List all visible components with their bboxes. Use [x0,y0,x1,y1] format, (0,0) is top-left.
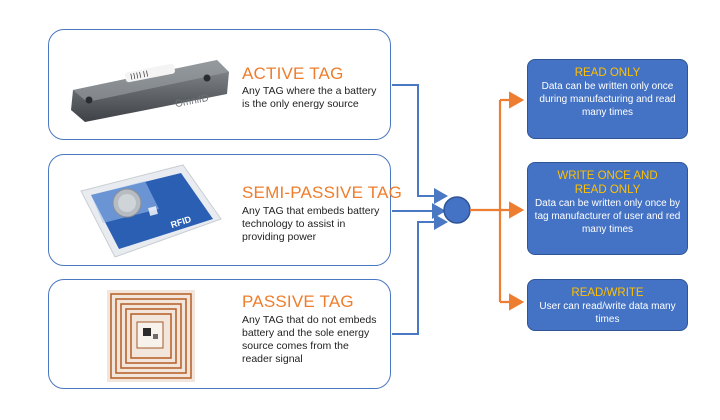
hub-node [443,196,471,224]
read-write-description: User can read/write data many times [539,301,676,325]
read-write-box: READ/WRITE User can read/write data many… [527,279,688,331]
write-once-read-only-box: WRITE ONCE AND READ ONLY Data can be wri… [527,162,688,255]
semi-passive-tag-title: SEMI-PASSIVE TAG [242,183,403,202]
active-tag-card: OmniID ACTIVE TAG Any TAG where the a ba… [48,29,391,140]
passive-tag-card: PASSIVE TAG Any TAG that do not embeds b… [48,279,391,389]
read-write-title: READ/WRITE [571,287,644,299]
passive-tag-antenna-image [107,290,195,382]
write-once-read-only-title: WRITE ONCE AND READ ONLY [557,170,658,196]
read-only-description: Data can be written only once during man… [539,81,676,118]
read-only-box: READ ONLY Data can be written only once … [527,59,688,139]
semi-passive-tag-card: RFID SEMI-PASSIVE TAG Any TAG that embed… [48,154,402,266]
semi-passive-tag-description: Any TAG that embeds battery technology t… [242,205,380,243]
passive-tag-title: PASSIVE TAG [242,292,354,311]
write-once-read-only-description: Data can be written only once by tag man… [534,198,681,235]
active-tag-title: ACTIVE TAG [242,64,344,83]
semi-passive-tag-device-image: RFID [80,164,222,258]
active-tag-description: Any TAG where the a battery is the only … [242,85,377,110]
active-tag-device-image: OmniID [71,60,229,122]
passive-tag-description: Any TAG that do not embeds battery and t… [242,314,377,365]
read-only-title: READ ONLY [574,67,641,79]
